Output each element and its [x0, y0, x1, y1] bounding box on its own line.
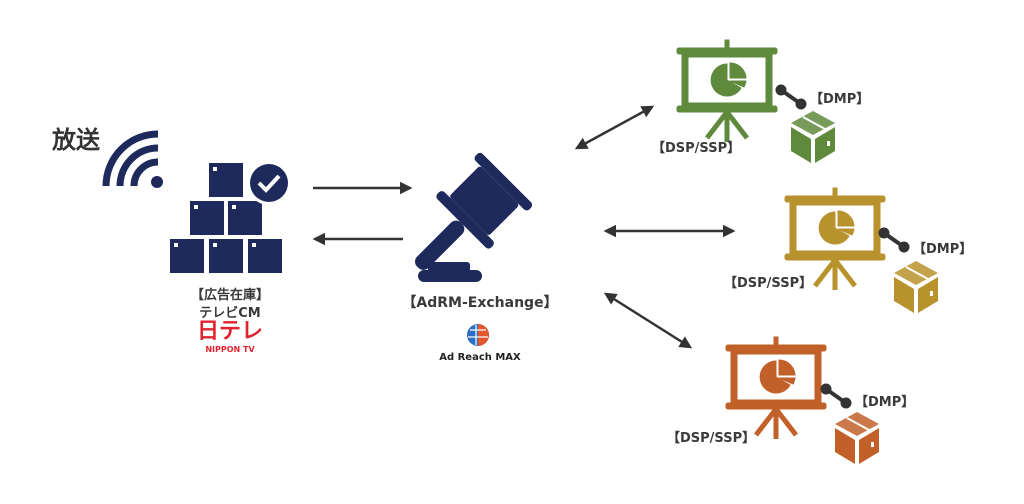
nippon-tv-logo-sub: NIPPON TV [205, 345, 255, 354]
buyer-1-label: 【DSP/SSP】 [652, 141, 741, 156]
boxes-check-icon [170, 161, 291, 273]
inventory-label: 【広告在庫】 [190, 288, 269, 303]
exchange-label: 【AdRM-Exchange】 [402, 295, 558, 311]
broadcast-label: 放送 [52, 126, 100, 154]
ad-reach-max-logo-text: Ad Reach MAX [439, 352, 521, 363]
buyer-3-label: 【DSP/SSP】 [667, 431, 756, 446]
buyer-1-presentation-icon [677, 40, 777, 142]
buyer-2-dmp-box-icon [893, 260, 939, 314]
gavel-icon [415, 152, 533, 282]
arrow-exchange-buyer-3 [603, 292, 693, 349]
wifi-signal-icon [102, 130, 163, 188]
buyer-1-link-icon [774, 83, 808, 111]
buyer-3-dmp-label: 【DMP】 [855, 395, 915, 410]
buyer-2-link-icon [877, 226, 911, 254]
buyer-1-dmp-box-icon [790, 110, 836, 164]
buyer-2-label: 【DSP/SSP】 [724, 276, 813, 291]
buyer-3-presentation-icon [726, 337, 826, 439]
buyer-3-dmp-box-icon [834, 411, 880, 465]
inventory-sublabel: テレビCM [199, 306, 261, 321]
buyer-1-dmp-label: 【DMP】 [810, 92, 870, 107]
nippon-tv-logo: 日テレ [196, 319, 263, 344]
buyer-2-dmp-label: 【DMP】 [913, 242, 973, 257]
ad-reach-max-logo-icon [467, 324, 489, 346]
arrow-exchange-buyer-1 [574, 105, 655, 150]
